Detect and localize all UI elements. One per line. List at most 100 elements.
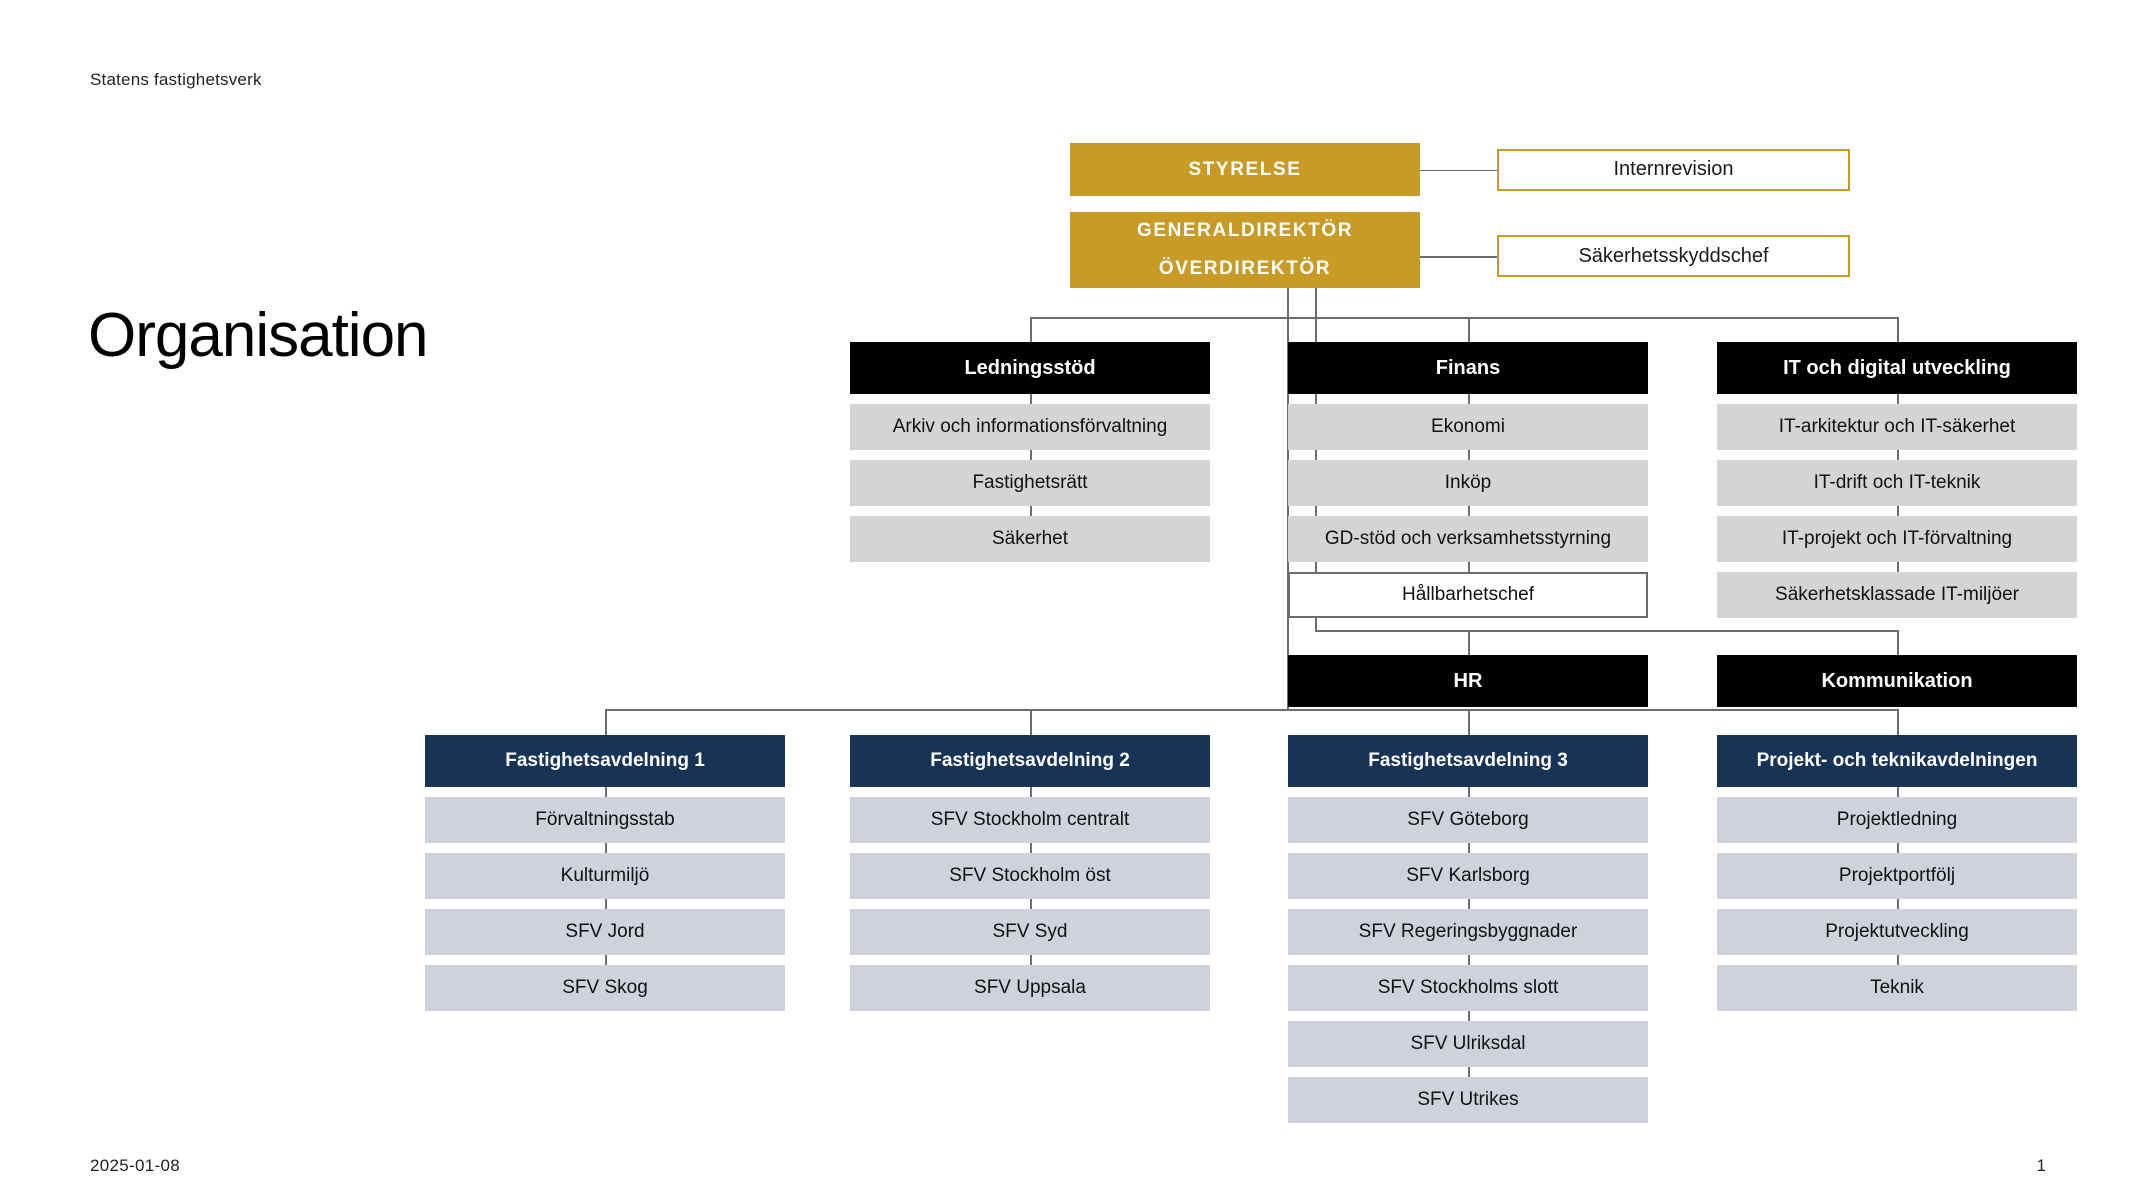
unit-1-3[interactable]: Säkerhet xyxy=(850,516,1210,562)
connector-line xyxy=(1897,787,1899,797)
unit-8-2-label: SFV Karlsborg xyxy=(1406,865,1530,887)
connector-line xyxy=(1420,256,1497,258)
unit-9-2[interactable]: Projektportfölj xyxy=(1717,853,2077,899)
connector-line xyxy=(1468,899,1470,909)
connector-line xyxy=(1897,394,1899,404)
connector-line xyxy=(1030,506,1032,516)
connector-line xyxy=(1468,394,1470,404)
unit-1-3-label: Säkerhet xyxy=(991,528,1069,550)
unit-9-1[interactable]: Projektledning xyxy=(1717,797,2077,843)
connector-line xyxy=(1897,506,1899,516)
connector-line xyxy=(1030,450,1032,460)
unit-2-1[interactable]: Ekonomi xyxy=(1288,404,1648,450)
unit-2-1-label: Ekonomi xyxy=(1431,416,1505,438)
connector-line xyxy=(1030,843,1032,853)
connector-line xyxy=(1897,899,1899,909)
unit-7-1[interactable]: SFV Stockholm centralt xyxy=(850,797,1210,843)
connector-line xyxy=(1287,288,1289,317)
unit-8-1-label: SFV Göteborg xyxy=(1407,809,1529,831)
unit-2-3[interactable]: GD-stöd och verksamhetsstyrning xyxy=(1288,516,1648,562)
dept-header-3[interactable]: IT och digital utveckling xyxy=(1717,342,2077,394)
dept-header-8-label: Fastighetsavdelning 3 xyxy=(1368,750,1568,772)
unit-9-4[interactable]: Teknik xyxy=(1717,965,2077,1011)
node-staff-2-label: Säkerhetsskyddschef xyxy=(1578,244,1769,267)
dept-header-9-label: Projekt- och teknikavdelningen xyxy=(1756,750,2038,772)
unit-7-4-label: SFV Uppsala xyxy=(974,977,1086,999)
connector-line xyxy=(1468,955,1470,965)
dept-header-9[interactable]: Projekt- och teknikavdelningen xyxy=(1717,735,2077,787)
node-styrelse-label: STYRELSE xyxy=(1188,158,1302,180)
connector-line xyxy=(1468,843,1470,853)
unit-8-3[interactable]: SFV Regeringsbyggnader xyxy=(1288,909,1648,955)
dept-header-7[interactable]: Fastighetsavdelning 2 xyxy=(850,735,1210,787)
unit-6-2-label: Kulturmiljö xyxy=(560,865,650,887)
unit-3-2[interactable]: IT-drift och IT-teknik xyxy=(1717,460,2077,506)
unit-3-1[interactable]: IT-arkitektur och IT-säkerhet xyxy=(1717,404,2077,450)
unit-6-2[interactable]: Kulturmiljö xyxy=(425,853,785,899)
unit-9-3[interactable]: Projektutveckling xyxy=(1717,909,2077,955)
unit-6-4[interactable]: SFV Skog xyxy=(425,965,785,1011)
unit-8-4[interactable]: SFV Stockholms slott xyxy=(1288,965,1648,1011)
connector-line xyxy=(1420,169,1497,171)
connector-line xyxy=(1468,450,1470,460)
unit-3-4[interactable]: Säkerhetsklassade IT-miljöer xyxy=(1717,572,2077,618)
connector-line xyxy=(1030,317,1032,342)
unit-2-2[interactable]: Inköp xyxy=(1288,460,1648,506)
connector-line xyxy=(605,899,607,909)
dept-header-7-label: Fastighetsavdelning 2 xyxy=(930,750,1130,772)
unit-8-5[interactable]: SFV Ulriksdal xyxy=(1288,1021,1648,1067)
dept-header-2[interactable]: Finans xyxy=(1288,342,1648,394)
connector-line xyxy=(1030,394,1032,404)
footer-page-number: 1 xyxy=(2036,1156,2046,1175)
unit-3-4-label: Säkerhetsklassade IT-miljöer xyxy=(1775,584,2019,606)
unit-7-1-label: SFV Stockholm centralt xyxy=(930,809,1130,831)
unit-9-2-label: Projektportfölj xyxy=(1838,865,1956,887)
connector-line xyxy=(605,955,607,965)
unit-8-5-label: SFV Ulriksdal xyxy=(1410,1033,1526,1055)
unit-3-1-label: IT-arkitektur och IT-säkerhet xyxy=(1778,416,2016,438)
unit-1-2[interactable]: Fastighetsrätt xyxy=(850,460,1210,506)
unit-8-6[interactable]: SFV Utrikes xyxy=(1288,1077,1648,1123)
unit-7-4[interactable]: SFV Uppsala xyxy=(850,965,1210,1011)
unit-7-3-label: SFV Syd xyxy=(992,921,1068,943)
connector-line xyxy=(1897,843,1899,853)
connector-line xyxy=(1315,630,1897,632)
connector-line xyxy=(1468,709,1470,735)
connector-line xyxy=(1030,317,1897,319)
unit-3-2-label: IT-drift och IT-teknik xyxy=(1813,472,1981,494)
connector-line xyxy=(1468,1067,1470,1077)
unit-7-2[interactable]: SFV Stockholm öst xyxy=(850,853,1210,899)
node-generaldirektor-line2: ÖVERDIREKTÖR xyxy=(1158,258,1332,279)
unit-8-3-label: SFV Regeringsbyggnader xyxy=(1358,921,1578,943)
unit-3-3[interactable]: IT-projekt och IT-förvaltning xyxy=(1717,516,2077,562)
dept-header-6[interactable]: Fastighetsavdelning 1 xyxy=(425,735,785,787)
node-styrelse[interactable]: STYRELSE xyxy=(1070,143,1420,196)
dept-header-1[interactable]: Ledningsstöd xyxy=(850,342,1210,394)
connector-line xyxy=(1897,562,1899,572)
connector-line xyxy=(1897,630,1899,655)
unit-6-1[interactable]: Förvaltningsstab xyxy=(425,797,785,843)
connector-line xyxy=(1468,562,1470,572)
unit-7-3[interactable]: SFV Syd xyxy=(850,909,1210,955)
unit-2-4[interactable]: Hållbarhetschef xyxy=(1288,572,1648,618)
unit-1-1[interactable]: Arkiv och informationsförvaltning xyxy=(850,404,1210,450)
connector-line xyxy=(1897,955,1899,965)
unit-3-3-label: IT-projekt och IT-förvaltning xyxy=(1781,528,2013,550)
node-staff-1[interactable]: Internrevision xyxy=(1497,148,1850,191)
unit-9-1-label: Projektledning xyxy=(1836,809,1958,831)
unit-9-4-label: Teknik xyxy=(1870,977,1924,999)
unit-6-3[interactable]: SFV Jord xyxy=(425,909,785,955)
connector-line xyxy=(1030,709,1032,735)
node-staff-2[interactable]: Säkerhetsskyddschef xyxy=(1497,235,1850,277)
unit-8-2[interactable]: SFV Karlsborg xyxy=(1288,853,1648,899)
connector-line xyxy=(1897,317,1899,342)
unit-2-3-label: GD-stöd och verksamhetsstyrning xyxy=(1324,528,1612,550)
dept-header-5[interactable]: Kommunikation xyxy=(1717,655,2077,707)
dept-header-4-label: HR xyxy=(1453,669,1483,692)
dept-header-8[interactable]: Fastighetsavdelning 3 xyxy=(1288,735,1648,787)
dept-header-4[interactable]: HR xyxy=(1288,655,1648,707)
unit-8-1[interactable]: SFV Göteborg xyxy=(1288,797,1648,843)
connector-line xyxy=(1897,709,1899,735)
connector-line xyxy=(1468,317,1470,342)
